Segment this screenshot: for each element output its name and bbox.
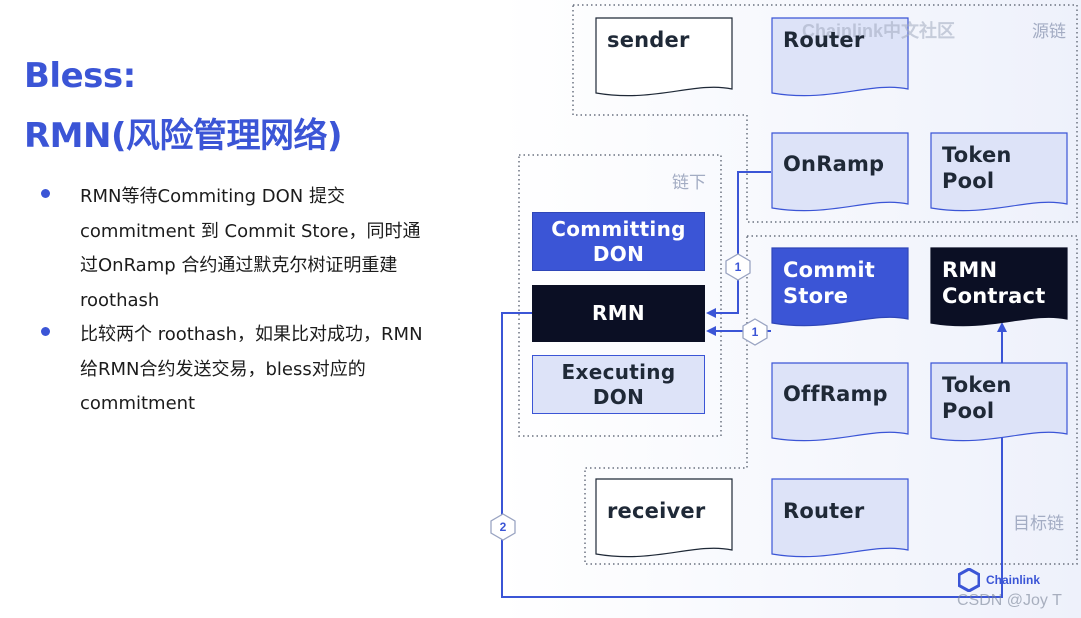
router-dest-node: Router [771,478,909,558]
commit-store-node: Commit Store [771,247,909,327]
source-chain-zone [572,4,1078,223]
bullet-dot-icon [41,189,50,198]
page-subtitle: RMN(风险管理网络) [24,116,343,156]
committing-don-node: Committing DON [532,212,705,271]
brand-name: Chainlink [986,573,1041,587]
offchain-label: 链下 [672,173,706,193]
step-badge: 1 [724,253,752,281]
receiver-node: receiver [595,478,733,558]
rmn-contract-node: RMN Contract [930,247,1068,327]
bullet-text: RMN等待Commiting DON 提交 commitment 到 Commi… [80,186,421,311]
step-badge: 2 [489,513,517,541]
watermark-bottom: CSDN @Joy T [957,592,1062,609]
bullet-list: RMN等待Commiting DON 提交 commitment 到 Commi… [38,180,458,422]
page-title: Bless: [24,56,136,96]
bullet-dot-icon [41,327,50,336]
sender-node: sender [595,17,733,97]
chainlink-logo-icon [958,568,980,592]
bullet-item: RMN等待Commiting DON 提交 commitment 到 Commi… [38,180,458,318]
onramp-node: OnRamp [771,132,909,212]
dest-chain-zone [584,235,1078,565]
watermark-top: Chainlink中文社区 [802,21,956,41]
source-chain-label: 源链 [1032,22,1066,42]
rmn-node: RMN [532,285,705,342]
offchain-zone [518,154,722,437]
bullet-text: 比较两个 roothash，如果比对成功，RMN给RMN合约发送交易，bless… [80,324,423,414]
chainlink-brand: Chainlink [958,568,1040,592]
router-source-node: Router [771,17,909,97]
offramp-node: OffRamp [771,362,909,442]
token-pool-dest-node: Token Pool [930,362,1068,442]
dest-chain-label: 目标链 [1013,514,1064,534]
step-badge: 1 [741,318,769,346]
token-pool-source-node: Token Pool [930,132,1068,212]
bullet-item: 比较两个 roothash，如果比对成功，RMN给RMN合约发送交易，bless… [38,318,458,422]
executing-don-node: Executing DON [532,355,705,414]
